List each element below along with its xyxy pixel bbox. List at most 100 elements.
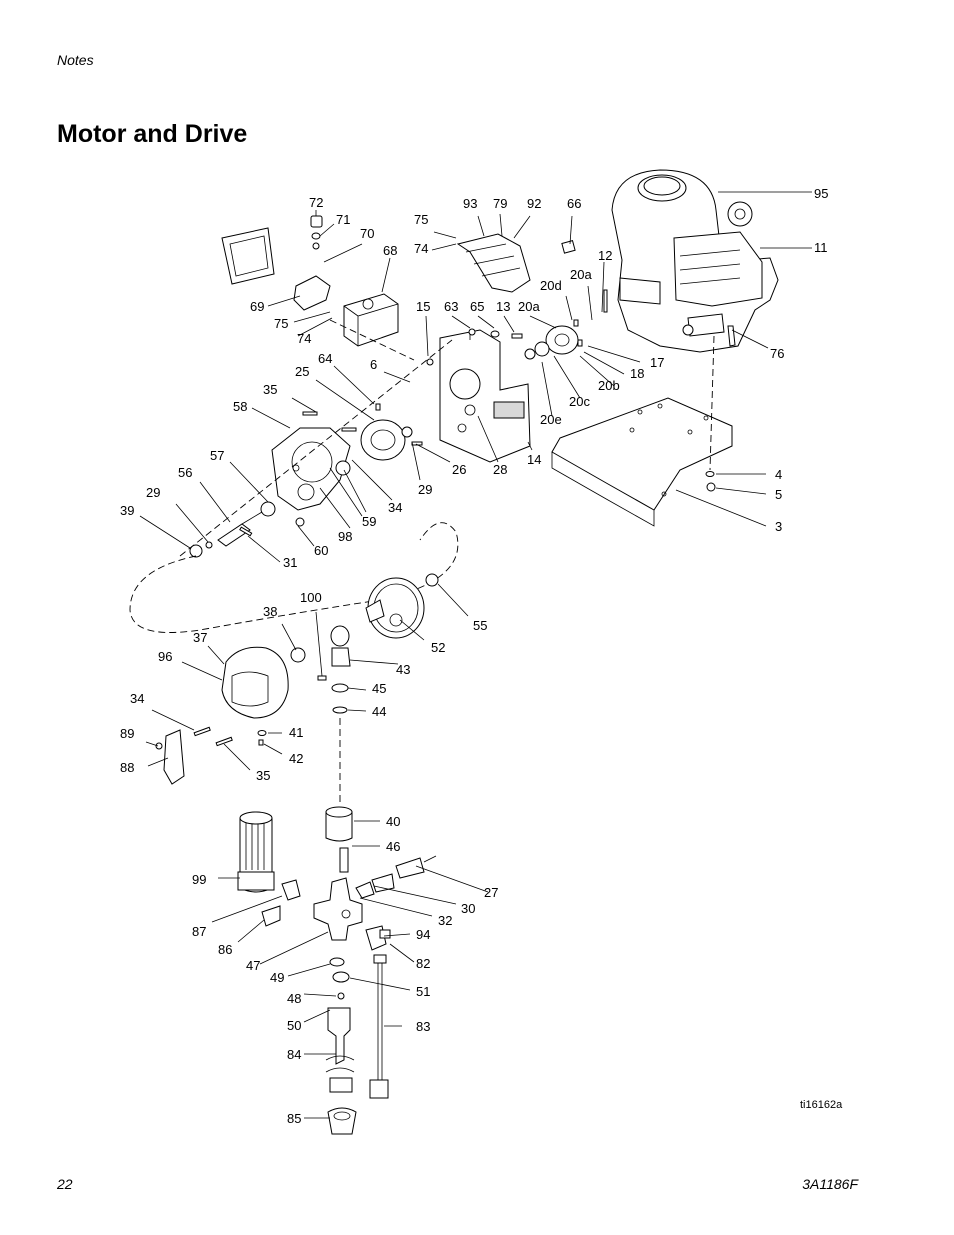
control-assembly — [221, 215, 415, 361]
base-plate — [551, 335, 733, 527]
callout-label: 52 — [431, 640, 445, 655]
callout-label: 20a — [518, 299, 540, 314]
callout-label: 20b — [598, 378, 620, 393]
callout-label: 70 — [360, 226, 374, 241]
callout-label: 59 — [362, 514, 376, 529]
page-title: Motor and Drive — [57, 120, 248, 148]
callout-label: 84 — [287, 1047, 301, 1062]
callout-label: 20c — [569, 394, 590, 409]
callout-label: 40 — [386, 814, 400, 829]
callout-label: 25 — [295, 364, 309, 379]
engine-illustration — [603, 169, 779, 353]
callout-label: 76 — [770, 346, 784, 361]
callout-label: 35 — [263, 382, 277, 397]
callout-label: 27 — [484, 885, 498, 900]
callout-label: 96 — [158, 649, 172, 664]
pump-body — [261, 806, 437, 951]
callout-label: 20a — [570, 267, 592, 282]
drive-bracket — [439, 329, 531, 463]
callout-label: 17 — [650, 355, 664, 370]
callout-label: 57 — [210, 448, 224, 463]
page-number: 22 — [57, 1176, 73, 1192]
callout-label: 65 — [470, 299, 484, 314]
callout-label: 85 — [287, 1111, 301, 1126]
callout-label: 75 — [274, 316, 288, 331]
callout-label: 92 — [527, 196, 541, 211]
drive-gear — [365, 573, 439, 639]
callout-label: 100 — [300, 590, 322, 605]
front-cover — [155, 646, 306, 785]
belt-guard — [456, 233, 576, 293]
callout-label: 39 — [120, 503, 134, 518]
callout-label: 95 — [814, 186, 828, 201]
document-id: 3A1186F — [802, 1176, 858, 1192]
callout-label: 58 — [233, 399, 247, 414]
callout-label: 88 — [120, 760, 134, 775]
callout-label: 26 — [452, 462, 466, 477]
callout-label: 51 — [416, 984, 430, 999]
callout-label: 86 — [218, 942, 232, 957]
callout-label: 72 — [309, 195, 323, 210]
callout-label: 64 — [318, 351, 332, 366]
callout-label: 45 — [372, 681, 386, 696]
callout-label: 38 — [263, 604, 277, 619]
callout-label: 5 — [775, 487, 782, 502]
callout-label: 50 — [287, 1018, 301, 1033]
callout-label: 69 — [250, 299, 264, 314]
callout-label: 34 — [388, 500, 402, 515]
callout-label: 28 — [493, 462, 507, 477]
callout-label: 30 — [461, 901, 475, 916]
callout-label: 56 — [178, 465, 192, 480]
callout-label: 13 — [496, 299, 510, 314]
callout-label: 63 — [444, 299, 458, 314]
callout-label: 32 — [438, 913, 452, 928]
callout-labels: 95 11 72 71 70 68 93 79 92 66 75 74 69 7… — [120, 186, 843, 1126]
callout-label: 41 — [289, 725, 303, 740]
callout-label: 49 — [270, 970, 284, 985]
callout-label: 68 — [383, 243, 397, 258]
callout-label: 74 — [414, 241, 428, 256]
callout-label: 37 — [193, 630, 207, 645]
callout-label: 3 — [775, 519, 782, 534]
callout-label: 75 — [414, 212, 428, 227]
callout-label: 82 — [416, 956, 430, 971]
callout-label: 15 — [416, 299, 430, 314]
callout-label: 6 — [370, 357, 377, 372]
callout-label: 35 — [256, 768, 270, 783]
callout-label: 29 — [146, 485, 160, 500]
callout-label: 99 — [192, 872, 206, 887]
clutch-assembly — [426, 319, 583, 366]
callout-label: 60 — [314, 543, 328, 558]
callout-leader-lines — [139, 191, 812, 1119]
callout-label: 18 — [630, 366, 644, 381]
callout-label: 94 — [416, 927, 430, 942]
callout-label: 29 — [418, 482, 432, 497]
connecting-rod — [317, 625, 351, 806]
callout-label: 98 — [338, 529, 352, 544]
intake-assembly — [325, 954, 389, 1135]
callout-label: 11 — [814, 240, 828, 255]
callout-label: 4 — [775, 467, 782, 482]
callout-label: 55 — [473, 618, 487, 633]
callout-label: 83 — [416, 1019, 430, 1034]
gear-housing — [179, 339, 453, 557]
callout-label: 43 — [396, 662, 410, 677]
callout-label: 89 — [120, 726, 134, 741]
pinion-assembly — [189, 501, 276, 558]
callout-label: 12 — [598, 248, 612, 263]
callout-label: 87 — [192, 924, 206, 939]
callout-label: 71 — [336, 212, 350, 227]
callout-label: 34 — [130, 691, 144, 706]
callout-label: 66 — [567, 196, 581, 211]
figure-reference: ti16162a — [800, 1099, 843, 1111]
running-header: Notes — [57, 52, 94, 68]
callout-label: 79 — [493, 196, 507, 211]
callout-label: 93 — [463, 196, 477, 211]
callout-label: 48 — [287, 991, 301, 1006]
callout-label: 44 — [372, 704, 386, 719]
callout-label: 31 — [283, 555, 297, 570]
callout-label: 14 — [527, 452, 541, 467]
callout-label: 47 — [246, 958, 260, 973]
callout-label: 74 — [297, 331, 311, 346]
